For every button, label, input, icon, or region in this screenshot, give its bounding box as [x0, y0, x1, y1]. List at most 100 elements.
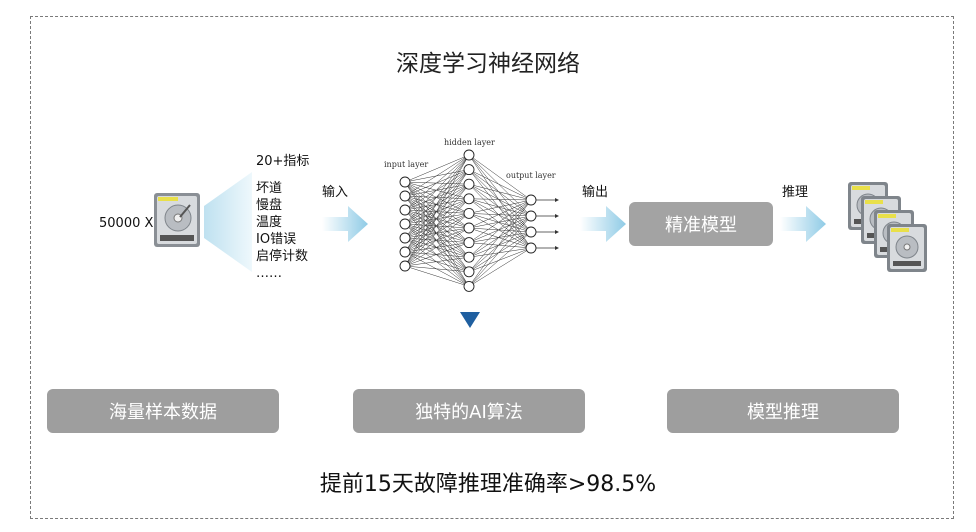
stage-pill-algorithm: 独特的AI算法: [353, 389, 585, 433]
nn-connection: [468, 215, 532, 272]
output-layer-label: output layer: [506, 171, 556, 180]
metric-item: IO错误: [256, 232, 297, 247]
nn-connection: [468, 247, 532, 258]
nn-connection: [404, 213, 470, 267]
nn-connection: [404, 184, 470, 267]
nn-node: [399, 232, 411, 244]
nn-connection: [468, 169, 532, 201]
stage-pill-inference: 模型推理: [667, 389, 899, 433]
nn-node: [525, 194, 537, 206]
arrow-right-icon: [780, 206, 826, 242]
nn-connection: [404, 223, 470, 258]
nn-connection: [404, 181, 470, 243]
nn-node: [463, 164, 475, 176]
hard-drive-icon: [154, 193, 200, 247]
nn-connection: [404, 154, 470, 225]
nn-connection: [404, 198, 470, 211]
nn-connection: [468, 215, 532, 258]
nn-connection: [468, 169, 532, 233]
nn-connection: [468, 215, 532, 243]
nn-node: [399, 190, 411, 202]
nn-connection: [468, 154, 532, 233]
nn-connection: [404, 209, 470, 258]
nn-connection: [404, 154, 470, 239]
nn-connection: [468, 199, 532, 272]
nn-node: [399, 260, 411, 272]
metrics-heading: 20+指标: [256, 154, 310, 169]
nn-connection: [404, 209, 470, 214]
nn-connection: [404, 169, 470, 183]
nn-connection: [468, 169, 532, 217]
nn-node: [463, 251, 475, 263]
nn-node: [525, 242, 537, 254]
nn-connection: [468, 183, 532, 201]
nn-connection: [404, 227, 470, 239]
nn-node: [399, 218, 411, 230]
nn-connection: [468, 227, 532, 249]
nn-output-arrowhead: [555, 198, 559, 202]
nn-connection: [468, 242, 532, 249]
inference-label: 推理: [782, 185, 809, 200]
nn-node: [463, 222, 475, 234]
nn-connection: [404, 154, 470, 197]
nn-connection: [468, 215, 532, 229]
arrow-right-icon: [580, 206, 626, 242]
sample-count: 50000 X: [99, 216, 154, 231]
nn-node: [399, 176, 411, 188]
nn-connection: [468, 198, 532, 201]
metric-item: 启停计数: [256, 249, 309, 264]
nn-connection: [468, 247, 532, 273]
nn-connection: [404, 256, 470, 267]
stage-pill-samples: 海量样本数据: [47, 389, 279, 433]
hidden-layer-label: hidden layer: [444, 138, 495, 147]
nn-connection: [404, 242, 470, 267]
nn-connection: [468, 198, 532, 233]
nn-connection: [404, 181, 470, 200]
nn-connection: [468, 184, 532, 233]
nn-connection: [404, 223, 470, 243]
nn-connection: [404, 237, 470, 273]
arrow-right-icon: [322, 206, 368, 242]
nn-connection: [468, 231, 532, 273]
nn-connection: [468, 199, 532, 243]
nn-connection: [404, 181, 470, 185]
nn-connection: [404, 209, 470, 229]
nn-connection: [404, 237, 470, 243]
nn-connection: [468, 198, 532, 249]
metric-item: 坏道: [256, 181, 283, 196]
diagram-title: 深度学习神经网络: [396, 51, 580, 77]
nn-output-arrowhead: [555, 246, 559, 250]
nn-node: [399, 204, 411, 216]
nn-connection: [468, 154, 532, 201]
metrics-list: 坏道 慢盘 温度 IO错误 启停计数 ……: [256, 180, 308, 282]
metric-item: 慢盘: [256, 198, 283, 213]
nn-connection: [468, 199, 532, 214]
nn-connection: [404, 154, 470, 253]
nn-connection: [404, 195, 470, 258]
nn-connection: [468, 154, 532, 217]
nn-connection: [404, 195, 470, 229]
nn-node: [525, 210, 537, 222]
nn-connection: [404, 181, 470, 214]
nn-connection: [404, 181, 470, 229]
nn-connection: [404, 227, 470, 267]
nn-connection: [404, 223, 470, 273]
nn-node: [463, 178, 475, 190]
nn-node: [463, 237, 475, 249]
nn-connection: [468, 247, 532, 287]
nn-connection: [468, 231, 532, 258]
diagram-frame: [30, 16, 954, 519]
nn-connection: [468, 199, 532, 258]
nn-node: [463, 266, 475, 278]
nn-connection: [404, 195, 470, 214]
nn-connection: [404, 237, 470, 258]
input-layer-label: input layer: [384, 160, 429, 169]
nn-connection: [468, 213, 532, 217]
nn-connection: [468, 198, 532, 217]
nn-connection: [468, 199, 532, 287]
nn-connection: [468, 169, 532, 249]
nn-connection: [468, 227, 532, 233]
nn-connection: [404, 195, 470, 243]
nn-connection: [468, 213, 532, 249]
nn-connection: [404, 209, 470, 272]
